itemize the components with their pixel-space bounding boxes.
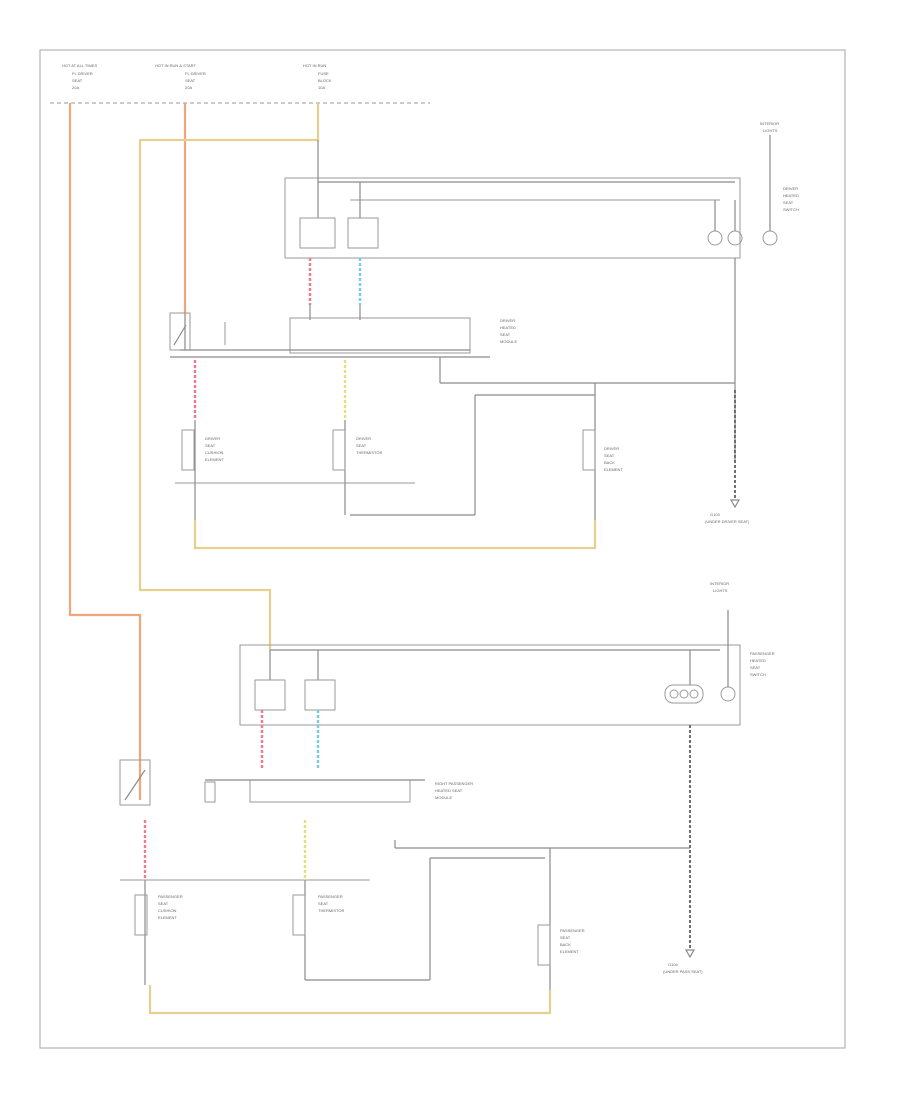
svg-text:ELEMENT: ELEMENT: [205, 457, 224, 462]
svg-text:BACK: BACK: [560, 942, 571, 947]
svg-text:SEAT: SEAT: [318, 901, 329, 906]
svg-text:(UNDER PASS SEAT): (UNDER PASS SEAT): [663, 969, 703, 974]
svg-text:ELEMENT: ELEMENT: [604, 467, 623, 472]
wire-yellow-passenger-return: [148, 985, 552, 1015]
passenger-ground-label: G104 (UNDER PASS SEAT): [663, 962, 703, 974]
svg-text:SEAT: SEAT: [158, 901, 169, 906]
svg-text:SEAT: SEAT: [783, 200, 794, 205]
svg-text:PASSENGER: PASSENGER: [750, 651, 775, 656]
top-label-hot-at-all-times: HOT AT ALL TIMES FL DRIVER SEAT 20A: [62, 63, 97, 90]
passenger-switch-label: PASSENGER HEATED SEAT SWITCH: [750, 651, 775, 677]
wire-yellow-feed: [138, 103, 320, 650]
svg-text:HOT IN RUN: HOT IN RUN: [303, 63, 326, 68]
svg-text:BLOCK: BLOCK: [318, 78, 332, 83]
svg-text:PASSENGER: PASSENGER: [318, 894, 343, 899]
driver-seatback-label: DRIVER SEAT BACK ELEMENT: [604, 446, 623, 472]
svg-text:HEATED: HEATED: [750, 658, 766, 663]
svg-text:CUSHION: CUSHION: [205, 450, 224, 455]
svg-text:CUSHION: CUSHION: [158, 908, 177, 913]
svg-text:SEAT: SEAT: [500, 332, 511, 337]
svg-text:20A: 20A: [72, 85, 79, 90]
top-label-hot-run-start: HOT IN RUN & START FL DRIVER SEAT 20A: [155, 63, 206, 90]
passenger-switch-box: [239, 644, 741, 726]
driver-cushion-label: DRIVER SEAT CUSHION ELEMENT: [205, 436, 224, 462]
svg-text:SEAT: SEAT: [185, 78, 196, 83]
driver-module-label: DRIVER HEATED SEAT MODULE: [500, 318, 517, 344]
svg-text:SWITCH: SWITCH: [783, 207, 799, 212]
svg-text:THERMISTOR: THERMISTOR: [318, 908, 344, 913]
svg-text:MODULE: MODULE: [435, 795, 452, 800]
svg-text:(UNDER DRIVER SEAT): (UNDER DRIVER SEAT): [705, 519, 750, 524]
svg-text:LIGHTS: LIGHTS: [713, 588, 728, 593]
wire-yellow-driver-return: [193, 520, 597, 550]
svg-text:HEATED: HEATED: [783, 193, 799, 198]
passenger-module-box: [249, 779, 411, 803]
svg-text:FL DRIVER: FL DRIVER: [72, 71, 93, 76]
svg-text:SEAT: SEAT: [560, 935, 571, 940]
driver-switch-box: [284, 177, 741, 259]
driver-illumination-lamps: [707, 178, 778, 246]
passenger-illumination-lamps: [664, 610, 736, 704]
svg-text:10A: 10A: [318, 85, 325, 90]
svg-text:PASSENGER: PASSENGER: [560, 928, 585, 933]
svg-text:HEATED SEAT: HEATED SEAT: [435, 788, 463, 793]
svg-text:FL DRIVER: FL DRIVER: [185, 71, 206, 76]
driver-switch-label: DRIVER HEATED SEAT SWITCH: [783, 186, 799, 212]
svg-text:MODULE: MODULE: [500, 339, 517, 344]
svg-text:DRIVER: DRIVER: [205, 436, 220, 441]
svg-text:SEAT: SEAT: [205, 443, 216, 448]
svg-text:BACK: BACK: [604, 460, 615, 465]
svg-text:HEATED: HEATED: [500, 325, 516, 330]
svg-text:ELEMENT: ELEMENT: [560, 949, 579, 954]
svg-text:SEAT: SEAT: [356, 443, 367, 448]
svg-text:DRIVER: DRIVER: [356, 436, 371, 441]
svg-text:20A: 20A: [185, 85, 192, 90]
svg-text:PASSENGER: PASSENGER: [158, 894, 183, 899]
svg-text:G103: G103: [710, 512, 721, 517]
svg-text:RIGHT PASSENGER: RIGHT PASSENGER: [435, 781, 473, 786]
passenger-module-label: RIGHT PASSENGER HEATED SEAT MODULE: [435, 781, 473, 800]
svg-text:INTERIOR: INTERIOR: [760, 121, 779, 126]
svg-text:G104: G104: [668, 962, 679, 967]
passenger-thermistor-label: PASSENGER SEAT THERMISTOR: [318, 894, 344, 913]
svg-text:SEAT: SEAT: [604, 453, 615, 458]
svg-text:ELEMENT: ELEMENT: [158, 915, 177, 920]
svg-text:HOT AT ALL TIMES: HOT AT ALL TIMES: [62, 63, 97, 68]
svg-text:THERMISTOR: THERMISTOR: [356, 450, 382, 455]
svg-text:FUSE: FUSE: [318, 71, 329, 76]
svg-text:SEAT: SEAT: [72, 78, 83, 83]
driver-ground-label: G103 (UNDER DRIVER SEAT): [705, 512, 750, 524]
svg-text:HOT IN RUN & START: HOT IN RUN & START: [155, 63, 196, 68]
svg-text:DRIVER: DRIVER: [500, 318, 515, 323]
driver-thermistor-label: DRIVER SEAT THERMISTOR: [356, 436, 382, 455]
top-label-hot-in-run: HOT IN RUN FUSE BLOCK 10A: [303, 63, 332, 90]
wire-orange-main: [68, 103, 142, 800]
page-frame: [39, 49, 846, 1049]
svg-text:SEAT: SEAT: [750, 665, 761, 670]
driver-module-box: [289, 317, 471, 354]
svg-text:DRIVER: DRIVER: [783, 186, 798, 191]
svg-text:DRIVER: DRIVER: [604, 446, 619, 451]
passenger-cushion-label: PASSENGER SEAT CUSHION ELEMENT: [158, 894, 183, 920]
passenger-seatback-label: PASSENGER SEAT BACK ELEMENT: [560, 928, 585, 954]
svg-text:SWITCH: SWITCH: [750, 672, 766, 677]
svg-text:LIGHTS: LIGHTS: [763, 128, 778, 133]
svg-text:INTERIOR: INTERIOR: [710, 581, 729, 586]
